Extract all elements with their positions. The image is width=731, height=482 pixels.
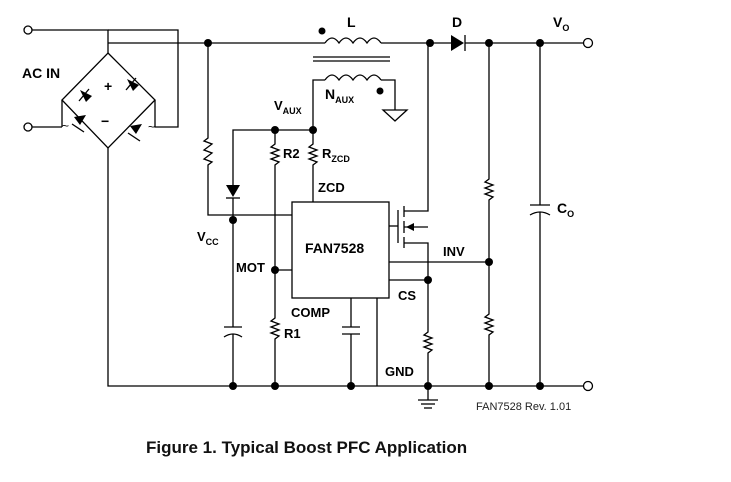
bridge-minus-label: −	[101, 113, 109, 129]
gnd-pin-label: GND	[385, 364, 414, 379]
mot-pin-label: MOT	[236, 260, 265, 275]
ac-in-label: AC IN	[22, 65, 60, 81]
diode-label: D	[452, 14, 462, 30]
rzcd-label: RZCD	[322, 146, 350, 164]
aux-winding-label: NAUX	[325, 86, 354, 105]
bridge-rectifier: + − ~ ~	[61, 52, 156, 149]
bridge-plus-label: +	[104, 78, 112, 94]
cap-out-label: CO	[557, 200, 574, 219]
inductor-label: L	[347, 14, 356, 30]
fan7528-ic: FAN7528 MOT R1 COMP GND INV CS	[236, 201, 493, 387]
inv-pin-label: INV	[443, 244, 465, 259]
tilde-left: ~	[62, 119, 69, 133]
top-rail: L NAUX D VO	[108, 14, 594, 130]
chip-label: FAN7528	[305, 240, 364, 256]
zcd-pin-label: ZCD	[318, 180, 345, 195]
vaux-label: VAUX	[274, 98, 302, 116]
cs-resistor	[422, 280, 434, 382]
r2-label: R2	[283, 146, 300, 161]
r1-label: R1	[284, 326, 301, 341]
revision-label: FAN7528 Rev. 1.01	[476, 401, 571, 413]
output-network: CO	[483, 43, 574, 386]
aux-network: VAUX R2 RZCD ZCD VCC	[197, 43, 350, 386]
vcc-label: VCC	[197, 229, 219, 247]
vout-label: VO	[553, 14, 569, 33]
mosfet	[397, 43, 429, 280]
bottom-rail: FAN7528 Rev. 1.01	[107, 148, 594, 413]
tilde-right: ~	[148, 120, 155, 134]
comp-pin-label: COMP	[291, 305, 330, 320]
cs-pin-label: CS	[398, 288, 416, 303]
figure-caption: Figure 1. Typical Boost PFC Application	[146, 438, 468, 457]
ac-input: AC IN	[22, 25, 179, 132]
